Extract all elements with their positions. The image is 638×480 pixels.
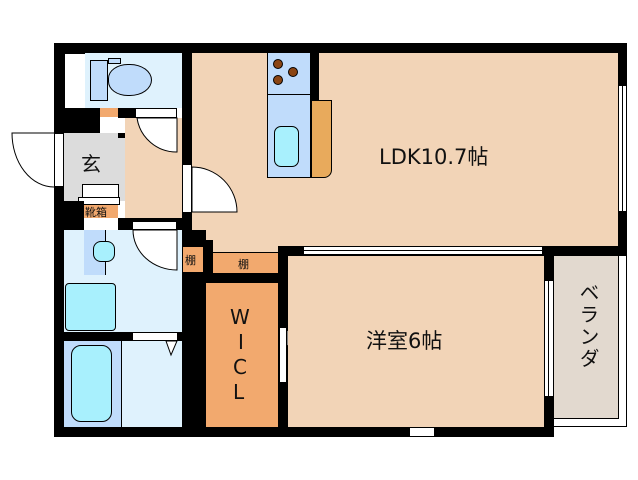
washroom-door-swing xyxy=(132,229,178,271)
ldk-lower-strip xyxy=(213,240,279,252)
front-door-swing xyxy=(11,132,55,188)
veranda-railing xyxy=(554,256,627,427)
burner-icon xyxy=(273,75,283,85)
western-room-label: 洋室6帖 xyxy=(366,329,443,353)
ldk-window-line xyxy=(622,86,623,211)
wall-shelves-top xyxy=(182,240,213,247)
shelf-wide-label: 棚 xyxy=(238,258,249,271)
front-door-frame xyxy=(54,133,64,187)
wall-toilet-right xyxy=(182,53,192,213)
ldk-door-swing xyxy=(191,166,238,213)
ldk-door-frame xyxy=(182,164,192,213)
wall-below-entrance xyxy=(64,201,84,230)
shoe-cabinet-doors xyxy=(82,184,119,197)
toilet-bowl xyxy=(108,64,152,96)
wic-label-i: I xyxy=(238,330,244,354)
wic-label-w: W xyxy=(230,305,250,329)
toilet-door-frame xyxy=(135,108,177,118)
veranda xyxy=(554,256,619,419)
washroom-door-frame xyxy=(132,221,177,230)
shelf-wide xyxy=(213,252,279,273)
toilet-lid xyxy=(108,58,121,64)
outer-wall-top xyxy=(54,43,627,54)
walk-in-closet xyxy=(206,283,278,427)
western-room xyxy=(288,256,544,427)
shelf-small-label: 棚 xyxy=(185,254,196,267)
ldk-room xyxy=(192,53,618,246)
wic-door xyxy=(279,327,287,383)
outer-wall-left xyxy=(54,43,65,437)
outer-wall-bottom xyxy=(54,427,548,437)
toilet-door-swing xyxy=(136,117,178,153)
wall-below-toilet-2 xyxy=(118,108,135,118)
sliding-door-line xyxy=(303,250,543,251)
shelf-small xyxy=(183,247,203,272)
washbasin xyxy=(93,241,115,262)
wall-between-shelves xyxy=(203,240,213,283)
burner-icon xyxy=(273,59,283,69)
wic-label-c: C xyxy=(233,355,247,379)
shoe-cabinet-label-bg xyxy=(84,205,118,218)
veranda-label: ベランダ xyxy=(576,282,600,370)
bath-door-frame xyxy=(132,332,178,341)
western-room-bottom-window xyxy=(410,427,434,437)
veranda-window-line xyxy=(548,280,549,397)
burner-icon xyxy=(288,67,298,77)
wall-hall-left xyxy=(118,133,125,138)
bathtub xyxy=(71,345,112,422)
shoe-cabinet-label: 靴箱 xyxy=(85,206,107,219)
wall-below-toilet xyxy=(65,108,100,133)
bath-door-folding xyxy=(165,340,178,357)
wall-washroom-bath xyxy=(64,332,182,341)
toilet-shelf xyxy=(100,108,118,117)
wall-above-wic xyxy=(203,273,279,283)
veranda-window xyxy=(544,280,554,397)
toilet-tank xyxy=(90,60,108,101)
ldk-label: LDK10.7帖 xyxy=(379,145,489,169)
washing-machine xyxy=(65,283,116,331)
kitchen-bar-counter xyxy=(311,100,332,178)
kitchen-wall-stub xyxy=(310,53,319,101)
wic-label-l: L xyxy=(233,380,245,404)
entrance-label: 玄 xyxy=(81,152,101,176)
kitchen-sink-basin xyxy=(274,126,299,167)
